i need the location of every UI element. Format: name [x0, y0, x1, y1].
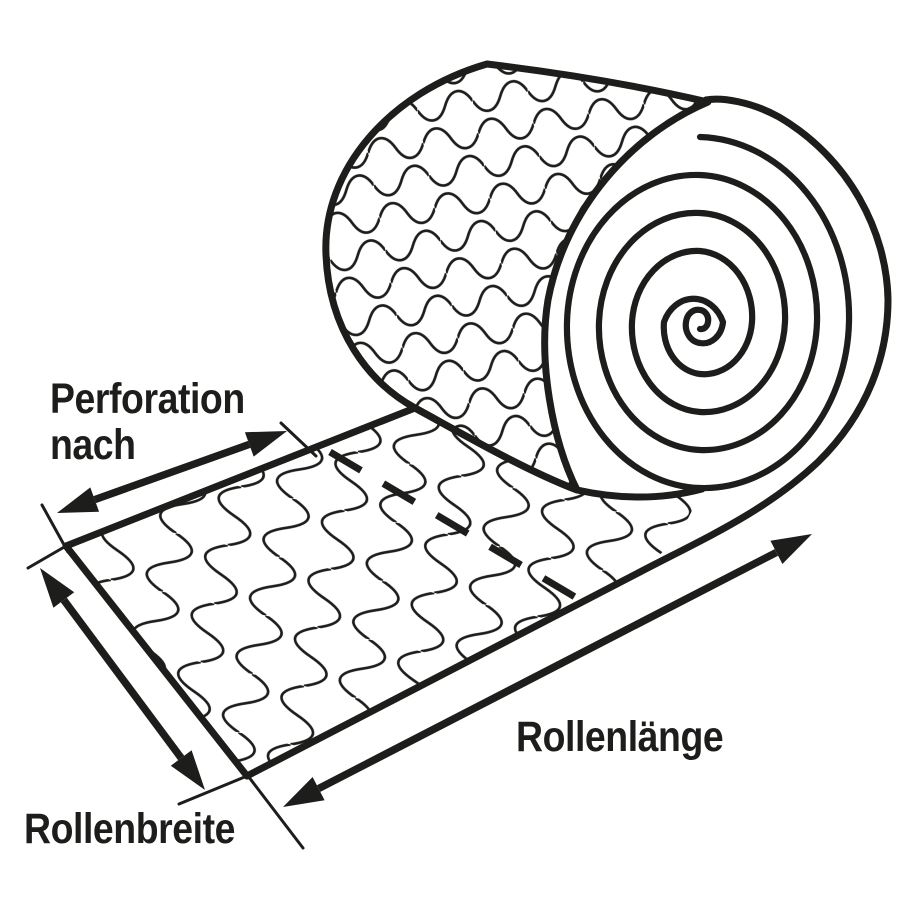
extension-line-rollwidth-bottom	[177, 774, 249, 806]
sheet-fold-edge	[411, 404, 706, 501]
sheet-bottom-and-outer-wrap-edge	[243, 95, 892, 780]
extension-line-perforation-left	[40, 503, 70, 554]
sheet-left-edge	[62, 542, 251, 780]
dimension-arrow-roll-width	[40, 568, 205, 790]
extension-lines	[26, 421, 318, 850]
extension-line-rollwidth-top	[26, 544, 68, 570]
roll-spiral-end	[563, 133, 853, 492]
arrowhead-top-icon	[40, 568, 75, 608]
extension-line-rolllength-left	[243, 770, 305, 850]
spiral-curve	[563, 133, 853, 492]
label-perforation: Perforation nach	[50, 376, 245, 469]
sheet-edges	[62, 95, 892, 780]
arrowhead-right-icon	[770, 534, 812, 564]
label-roll-length: Rollenlänge	[516, 713, 724, 761]
arrow-shaft	[93, 440, 251, 504]
arrowhead-right-icon	[244, 431, 287, 457]
label-roll-width: Rollenbreite	[24, 805, 235, 853]
arrowhead-left-icon	[57, 487, 100, 513]
perforation-dashed-line	[328, 448, 594, 611]
extension-line-perforation-right	[279, 421, 318, 458]
dimension-arrow-perforation	[57, 431, 287, 513]
arrowhead-left-icon	[283, 777, 325, 807]
label-perforation-line2: nach	[50, 421, 136, 470]
label-perforation-line1: Perforation	[50, 375, 245, 423]
arrow-shaft	[60, 597, 185, 761]
arrow-shaft	[316, 549, 779, 792]
arrowhead-bottom-icon	[170, 750, 205, 790]
sheet-top-edge	[62, 404, 419, 550]
dimension-arrow-roll-length	[283, 534, 812, 807]
sheet-texture	[66, 408, 700, 776]
unrolled-sheet	[66, 408, 700, 776]
